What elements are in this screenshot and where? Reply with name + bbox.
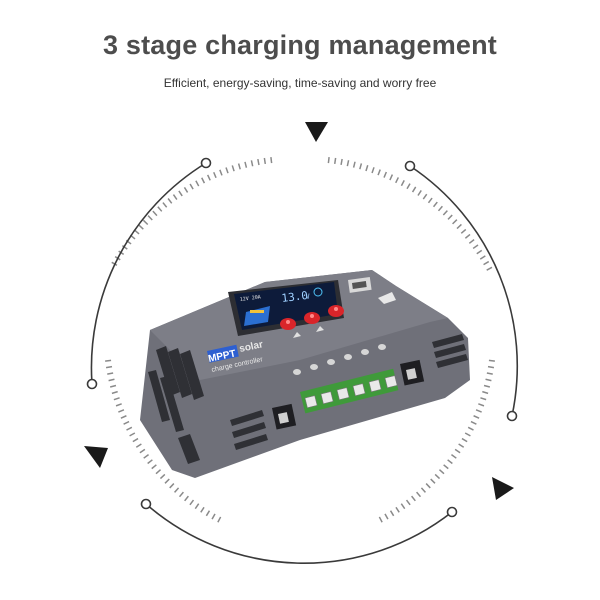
ring-nodes [86,157,518,518]
control-buttons [280,305,344,330]
triangle-pointer-icon [84,446,108,468]
triangle-pointer-icon [492,477,514,500]
outer-ring [90,162,519,564]
terminal-block [300,368,399,414]
left-vents [148,346,204,464]
triangle-pointer-icon [305,122,328,142]
status-indicators [293,326,386,375]
label-line1: solar [238,339,264,355]
right-vents [230,334,468,450]
screen-corner-text: 12V 20A [240,294,262,303]
subline: Efficient, energy-saving, time-saving an… [163,76,437,90]
screen-unit: V [305,292,311,301]
screen-readout: 13.0 [281,289,309,305]
usb-port [348,276,372,293]
side-connector-left [271,403,297,430]
solar-charge-controller: 12V 20A 13.0 V [140,270,470,478]
headline: 3 stage charging management [102,30,497,60]
side-connector-right [399,359,425,386]
